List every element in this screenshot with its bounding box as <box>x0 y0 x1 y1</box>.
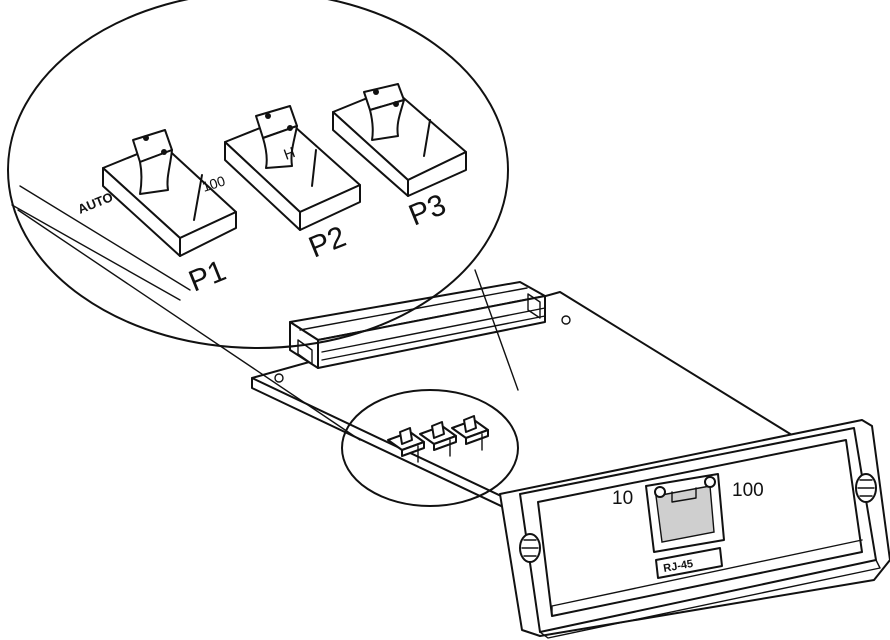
small-jumper-p2 <box>419 421 457 457</box>
p1-label: P1 <box>184 254 230 298</box>
left-thumbscrew <box>519 533 541 563</box>
jumper-p2 <box>224 105 361 231</box>
p1-100-label: 100 <box>200 172 227 195</box>
right-thumbscrew <box>855 473 877 503</box>
faceplate: 10 100 RJ-45 <box>499 419 890 639</box>
jumper-area-circle <box>341 389 519 507</box>
p2-label: P2 <box>304 220 350 264</box>
small-jumper-p3 <box>451 415 489 451</box>
jumper-p3 <box>332 83 467 197</box>
led-100-label: 100 <box>732 480 764 501</box>
edge-connector <box>289 281 546 369</box>
magnified-view: AUTO 100 H P1 P2 P3 <box>7 0 509 349</box>
small-jumper-p1 <box>387 427 425 463</box>
led-10-label: 10 <box>612 488 633 509</box>
jumper-p1 <box>102 129 237 257</box>
rj45-label: RJ-45 <box>662 558 694 575</box>
magnifier-callout <box>17 209 519 441</box>
auto-label: AUTO <box>76 189 116 217</box>
rj45-port <box>645 473 725 579</box>
